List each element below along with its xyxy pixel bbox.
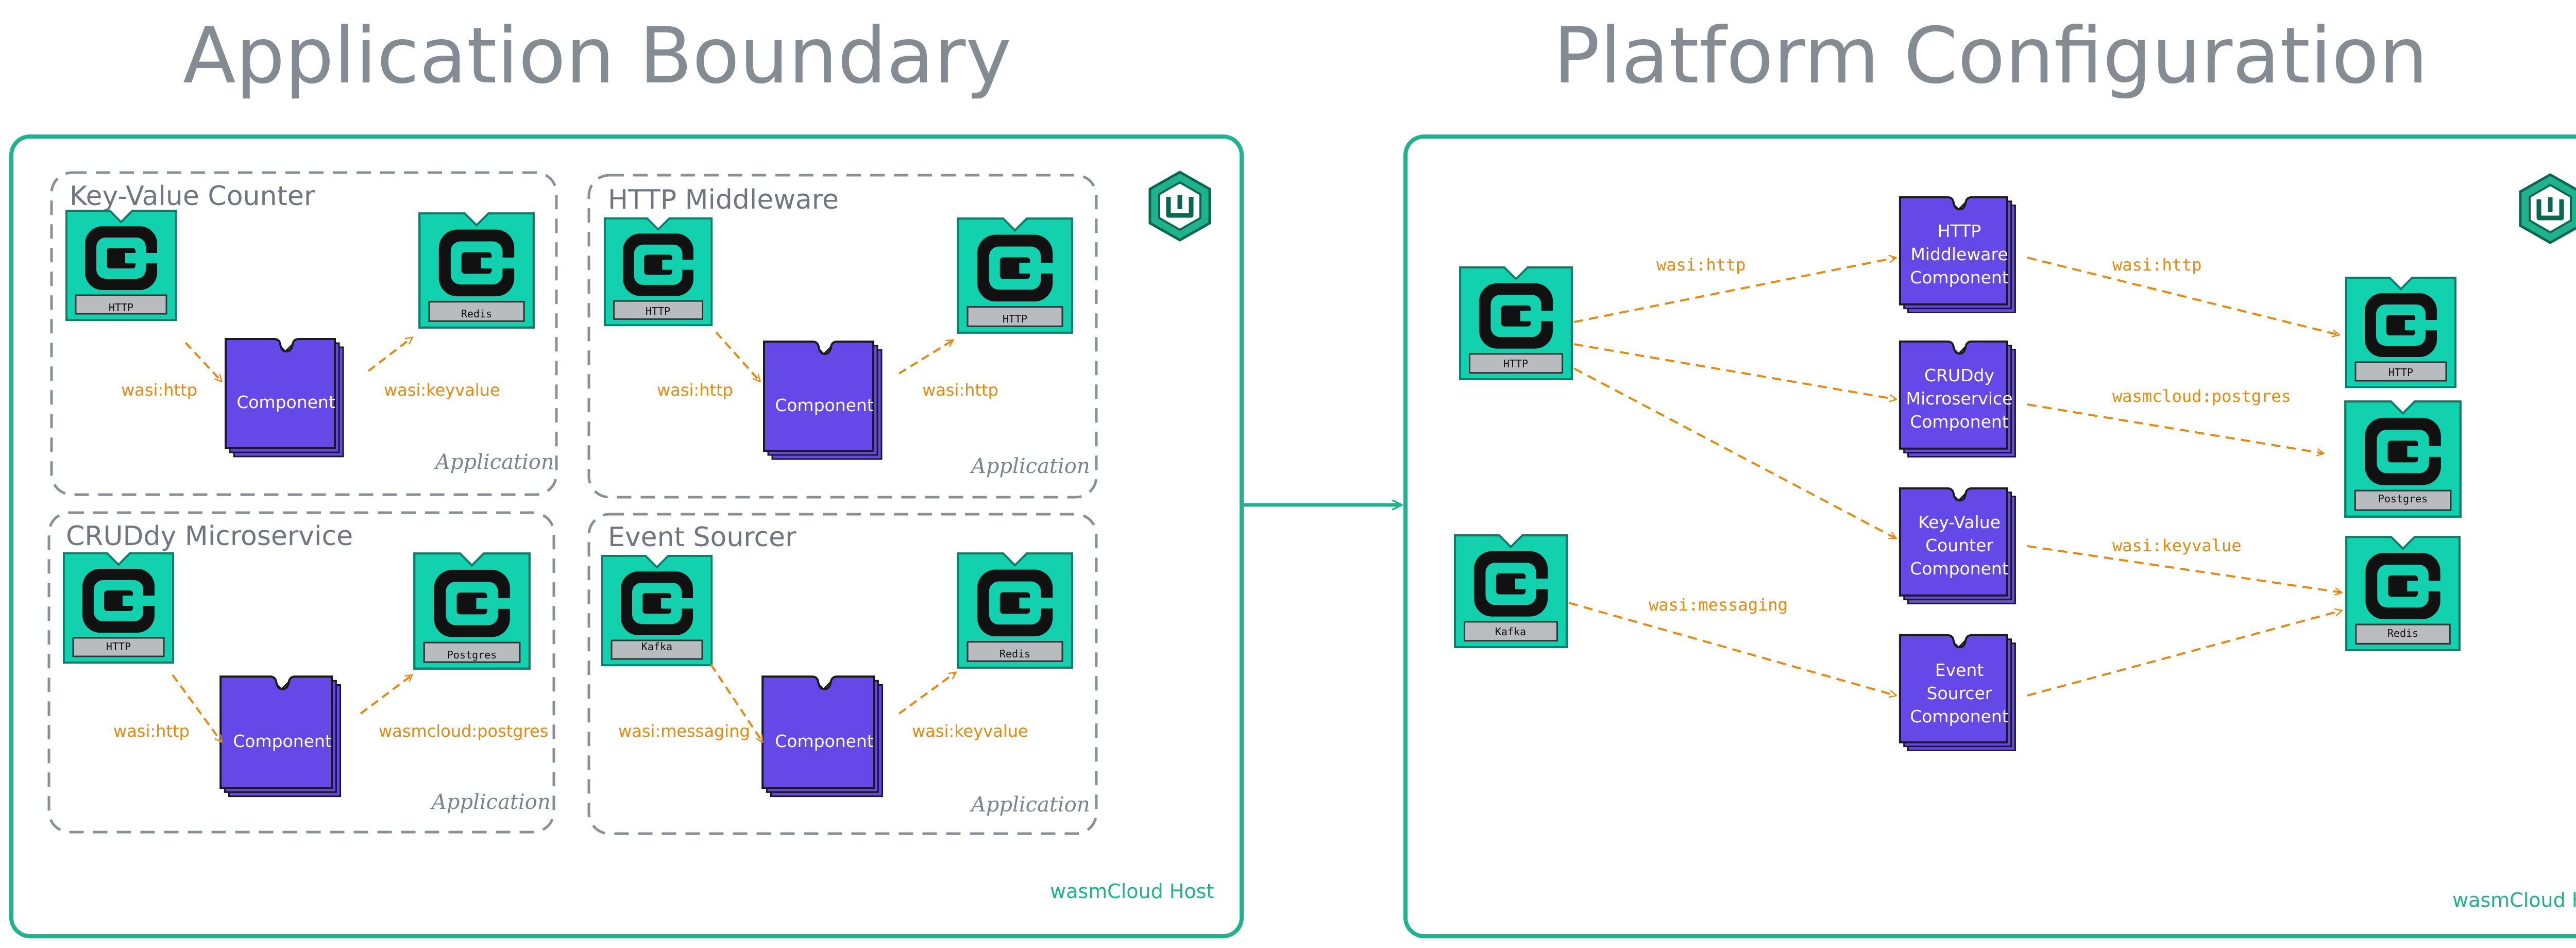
- counter-line-3: Component: [1910, 558, 2009, 579]
- app-label: Application: [430, 790, 551, 814]
- edge-middleware-to-http: [2027, 257, 2340, 337]
- cruddy-line-1: CRUDdy: [1924, 365, 1994, 385]
- edge-in: [184, 342, 223, 382]
- sourcer-line-2: Sourcer: [1927, 683, 1992, 703]
- provider-source-label: HTTP: [646, 305, 670, 317]
- edge-in: [715, 331, 761, 382]
- right-wasmcloud-logo-icon: [2520, 175, 2576, 243]
- edge-out-label: wasi:keyvalue: [912, 721, 1028, 741]
- middleware-line-1: HTTP: [1938, 221, 1981, 241]
- edge-in-label: wasi:messaging: [618, 721, 750, 741]
- edge-cruddy-to-postgres: [2027, 403, 2325, 456]
- app-label: Application: [969, 454, 1090, 478]
- sourcer-line-1: Event: [1935, 660, 1984, 680]
- edge-out: [898, 671, 957, 715]
- left-wasmcloud-logo-icon: [1150, 172, 1210, 240]
- provider-target-label: Redis: [999, 648, 1030, 660]
- left-title: Application Boundary: [183, 11, 1011, 101]
- app-label: Application: [433, 450, 554, 474]
- http-target-label: HTTP: [2388, 366, 2413, 379]
- label-counter-to-redis: wasi:keyvalue: [2112, 536, 2241, 555]
- edge-in-label: wasi:http: [657, 380, 733, 400]
- app-label: Application: [969, 793, 1090, 817]
- redis-target-label: Redis: [2387, 627, 2418, 639]
- label-http-to-middleware: wasi:http: [1656, 255, 1745, 275]
- component-label: Component: [233, 731, 332, 751]
- provider-target-label: Postgres: [447, 649, 497, 661]
- middleware-line-3: Component: [1910, 267, 2009, 287]
- label-middleware-to-http: wasi:http: [2112, 255, 2201, 275]
- provider-source-label: Kafka: [641, 640, 672, 653]
- component-label: Component: [236, 392, 335, 412]
- edge-http-to-counter: [1573, 367, 1897, 539]
- edge-counter-to-redis: [2027, 545, 2343, 596]
- edge-out: [367, 336, 413, 372]
- edge-in-label: wasi:http: [121, 380, 197, 400]
- platform-sources: HTTP Kafka: [1455, 267, 1572, 647]
- http-source-label: HTTP: [1503, 358, 1528, 370]
- provider-source-label: HTTP: [109, 301, 133, 314]
- component-label: Component: [775, 731, 874, 751]
- middleware-line-2: Middleware: [1910, 244, 2008, 264]
- component-label: Component: [775, 395, 874, 415]
- kafka-source-label: Kafka: [1495, 625, 1526, 638]
- edge-out: [360, 674, 413, 715]
- edge-http-to-cruddy: [1573, 343, 1897, 402]
- edge-out-label: wasi:keyvalue: [384, 380, 500, 400]
- provider-target-label: Redis: [461, 308, 492, 320]
- right-host-boundary: [1403, 134, 2576, 938]
- label-crud-to-postgres: wasmcloud:postgres: [2112, 386, 2291, 406]
- counter-line-1: Key-Value: [1918, 512, 2001, 532]
- edge-in-label: wasi:http: [113, 721, 190, 741]
- edge-kafka-to-sourcer: [1568, 602, 1897, 698]
- edge-out-label: wasi:http: [922, 380, 998, 400]
- app-key-value-counter: Key-Value Counter Application HTTP Redis…: [50, 171, 558, 496]
- platform-targets: HTTP Postgres Redis: [2345, 277, 2461, 650]
- postgres-target-label: Postgres: [2378, 493, 2428, 505]
- app-title: CRUDdy Microservice: [66, 521, 353, 552]
- app-http-middleware: HTTP Middleware Application HTTP HTTP Co…: [587, 174, 1098, 499]
- edge-out: [898, 339, 954, 375]
- provider-target-label: HTTP: [1003, 313, 1027, 325]
- app-cruddy-microservice: CRUDdy Microservice Application HTTP Pos…: [47, 511, 555, 834]
- edge-http-to-middleware: [1573, 255, 1897, 323]
- label-kafka-to-sourcer: wasi:messaging: [1649, 595, 1788, 615]
- edge-sourcer-to-redis: [2027, 608, 2343, 697]
- platform-links: wasi:http wasi:http wasmcloud:postgres w…: [1568, 255, 2343, 698]
- cruddy-line-2: Microservice: [1906, 388, 2012, 409]
- edge-in: [710, 664, 764, 743]
- right-host-label: wasmCloud Host: [2452, 889, 2576, 911]
- provider-source-label: HTTP: [106, 640, 131, 653]
- app-title: Key-Value Counter: [70, 181, 315, 212]
- edge-in: [172, 674, 223, 743]
- app-event-sourcer: Event Sourcer Application Kafka Redis Co…: [587, 513, 1098, 835]
- app-title: Event Sourcer: [608, 522, 796, 553]
- cruddy-line-3: Component: [1910, 412, 2009, 432]
- sourcer-line-3: Component: [1910, 706, 2009, 726]
- left-host-boundary: [9, 134, 1244, 938]
- left-host-label: wasmCloud Host: [1050, 880, 1214, 903]
- right-title: Platform Configuration: [1553, 11, 2428, 101]
- edge-out-label: wasmcloud:postgres: [379, 721, 548, 741]
- counter-line-2: Counter: [1925, 535, 1993, 555]
- app-title: HTTP Middleware: [608, 184, 839, 215]
- platform-components: HTTP Middleware Component CRUDdy Microse…: [1899, 196, 2016, 752]
